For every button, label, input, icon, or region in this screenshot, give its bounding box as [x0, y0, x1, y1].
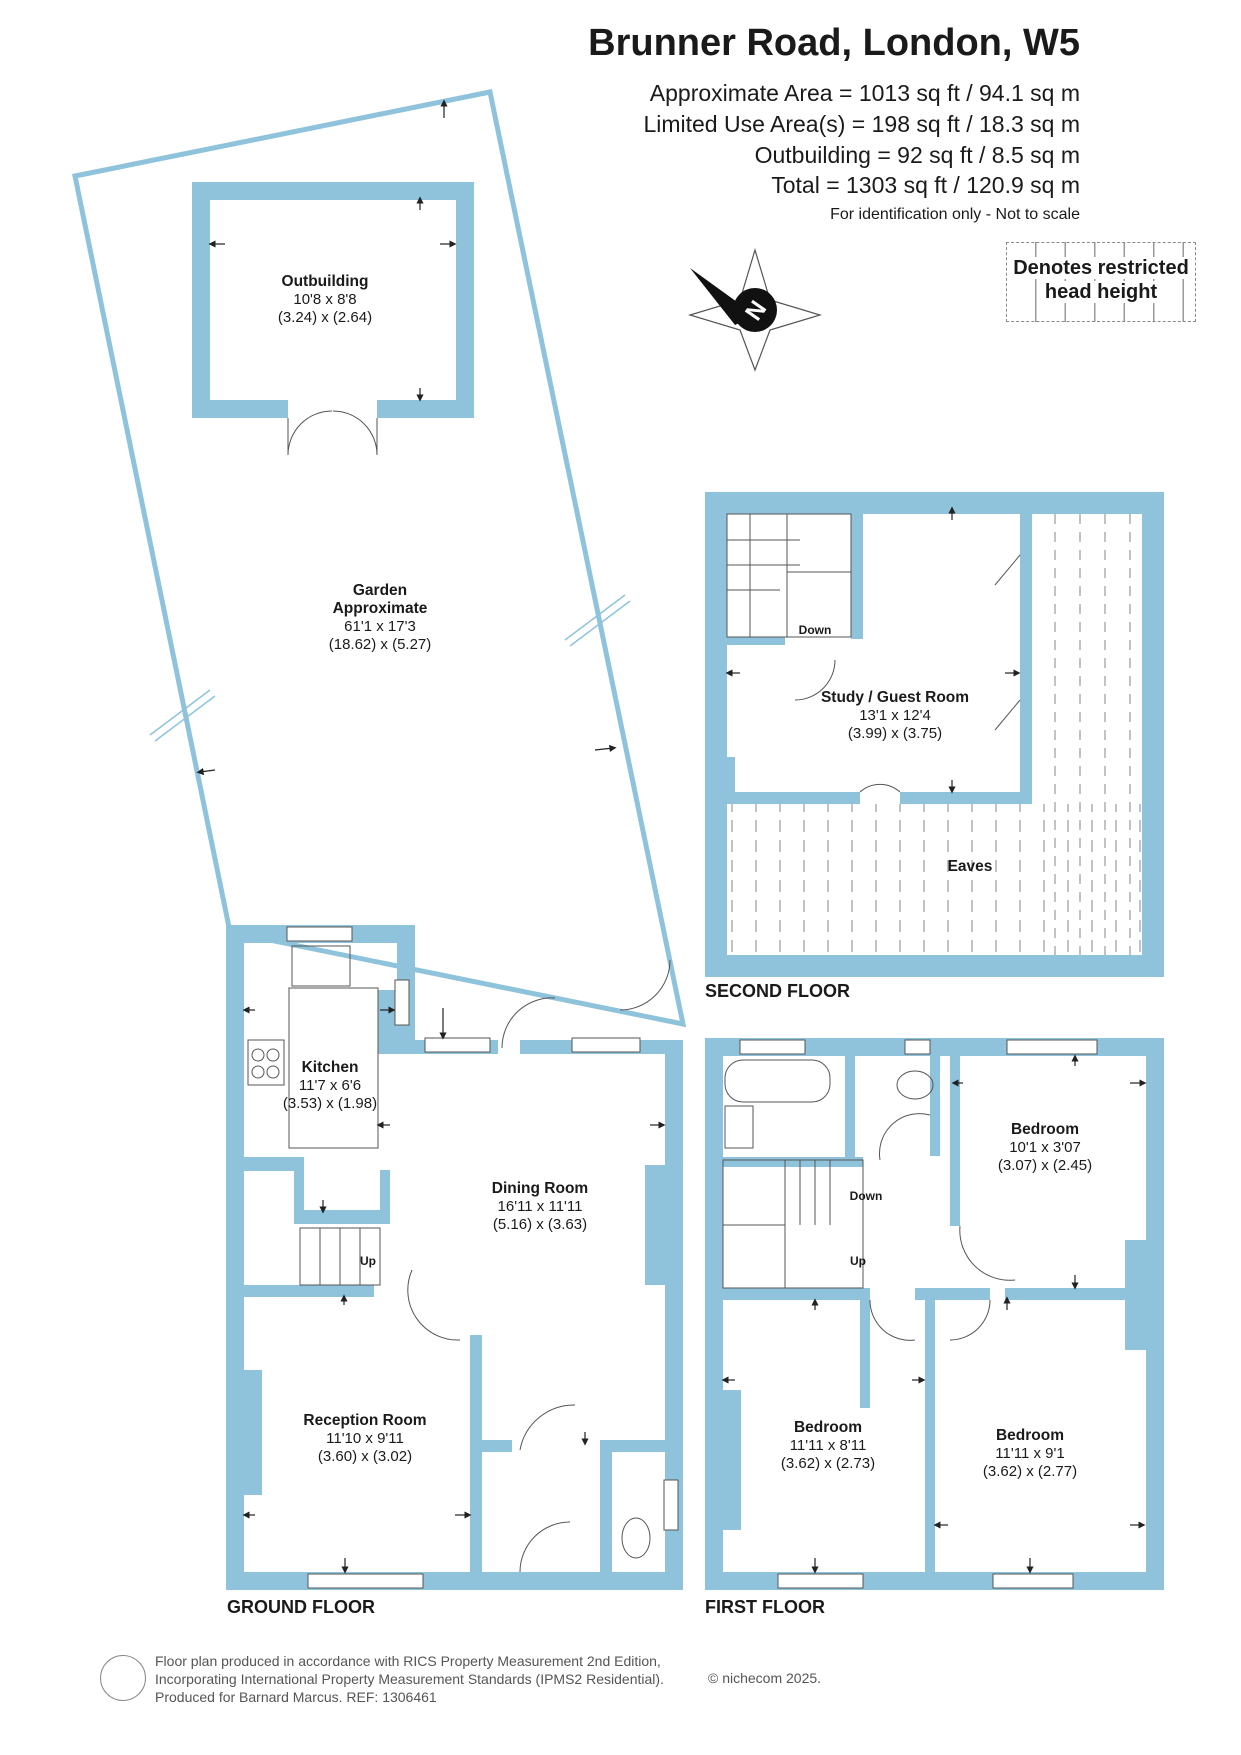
room-imperial: 10'1 x 3'07	[1009, 1139, 1081, 1156]
first-floor-fixtures	[722, 1059, 1016, 1341]
room-imperial: 11'10 x 9'11	[326, 1430, 404, 1447]
stairs-up-first: Up	[850, 1254, 866, 1268]
room-name: Reception Room	[303, 1412, 427, 1429]
room-metric: (3.60) x (3.02)	[317, 1448, 413, 1465]
garden-boundary	[72, 89, 687, 1028]
total-area: Total = 1303 sq ft / 120.9 sq m	[771, 172, 1080, 198]
outbuilding-area: Outbuilding = 92 sq ft / 8.5 sq m	[754, 142, 1080, 168]
room-dining: Dining Room 16'11 x 11'11 (5.16) x (3.63…	[492, 1180, 588, 1234]
outbuilding-doors	[287, 410, 378, 456]
footer-line-2: Incorporating International Property Mea…	[155, 1671, 664, 1687]
room-name: Bedroom	[793, 1419, 863, 1436]
second-floor-label: SECOND FLOOR	[705, 981, 851, 1001]
room-name: Bedroom	[1010, 1121, 1080, 1138]
first-floor-label: FIRST FLOOR	[705, 1597, 825, 1617]
ground-floor-fixtures	[247, 945, 671, 1573]
room-eaves: Eaves	[948, 858, 993, 876]
property-title: Brunner Road, London, W5	[588, 22, 1080, 64]
room-kitchen: Kitchen 11'7 x 6'6 (3.53) x (1.98)	[283, 1059, 377, 1113]
room-name: Dining Room	[491, 1180, 589, 1197]
room-outbuilding: Outbuilding 10'8 x 8'8 (3.24) x (2.64)	[278, 273, 372, 327]
compass-icon: N	[687, 247, 823, 372]
room-name: Kitchen	[301, 1059, 359, 1076]
garden-gate-marks	[149, 594, 631, 742]
legend-line-1: Denotes restricted	[1013, 257, 1189, 279]
room-metric: (3.07) x (2.45)	[997, 1157, 1093, 1174]
footer-line-3: Produced for Barnard Marcus. REF: 130646…	[155, 1689, 437, 1705]
footer-line-1: Floor plan produced in accordance with R…	[155, 1653, 661, 1669]
limited-use-area: Limited Use Area(s) = 198 sq ft / 18.3 s…	[643, 111, 1080, 137]
room-imperial: 11'7 x 6'6	[298, 1077, 362, 1094]
room-bedroom-2: Bedroom 11'11 x 8'11 (3.62) x (2.73)	[781, 1419, 875, 1473]
legend-line-2: head height	[1044, 281, 1158, 303]
ground-floor-walls	[226, 925, 683, 1590]
room-imperial: 11'11 x 9'1	[995, 1445, 1065, 1462]
room-imperial: 61'1 x 17'3	[344, 618, 416, 635]
room-imperial: 16'11 x 11'11	[497, 1198, 583, 1215]
room-bedroom-3: Bedroom 11'11 x 9'1 (3.62) x (2.77)	[983, 1427, 1077, 1481]
room-name: Outbuilding	[281, 273, 369, 290]
room-metric: (3.99) x (3.75)	[847, 725, 943, 742]
room-reception: Reception Room 11'10 x 9'11 (3.60) x (3.…	[303, 1412, 426, 1466]
footer-copyright: © nichecom 2025.	[708, 1670, 822, 1686]
footer-notes: Floor plan produced in accordance with R…	[155, 1652, 664, 1706]
identification-note: For identification only - Not to scale	[830, 206, 1080, 223]
measurement-arrows	[196, 99, 1147, 1574]
room-metric: (3.24) x (2.64)	[277, 309, 373, 326]
room-name: Garden	[352, 582, 408, 599]
stairs-down-first: Down	[849, 1189, 883, 1203]
second-floor-stairs	[726, 513, 852, 638]
room-imperial: 10'8 x 8'8	[293, 291, 357, 308]
room-name: Study / Guest Room	[820, 689, 970, 706]
first-floor-walls	[705, 1038, 1164, 1590]
stairs-down-second: Down	[798, 623, 832, 637]
stairs-up-ground: Up	[360, 1254, 376, 1268]
room-garden: Garden Approximate 61'1 x 17'3 (18.62) x…	[329, 582, 432, 654]
room-name: Eaves	[947, 858, 993, 875]
room-imperial: 13'1 x 12'4	[859, 707, 931, 724]
approximate-area: Approximate Area = 1013 sq ft / 94.1 sq …	[649, 80, 1080, 106]
second-floor-walls	[705, 492, 1164, 977]
eaves-hatching	[1054, 514, 1131, 955]
ground-floor-windows	[286, 926, 679, 1589]
rics-stamp-icon	[100, 1655, 146, 1701]
room-metric: (3.62) x (2.73)	[780, 1455, 876, 1472]
ground-floor-label: GROUND FLOOR	[227, 1597, 375, 1617]
room-study: Study / Guest Room 13'1 x 12'4 (3.99) x …	[821, 689, 969, 743]
room-subtitle: Approximate	[332, 600, 428, 617]
room-imperial: 11'11 x 8'11	[789, 1437, 867, 1454]
room-metric: (3.62) x (2.77)	[982, 1463, 1078, 1480]
outbuilding-walls	[192, 182, 474, 418]
room-metric: (18.62) x (5.27)	[328, 636, 432, 653]
room-metric: (5.16) x (3.63)	[492, 1216, 588, 1233]
room-metric: (3.53) x (1.98)	[282, 1095, 378, 1112]
first-floor-windows	[739, 1039, 1098, 1589]
room-name: Bedroom	[995, 1427, 1065, 1444]
room-bedroom-1: Bedroom 10'1 x 3'07 (3.07) x (2.45)	[998, 1121, 1092, 1175]
restricted-head-height-legend: Denotes restricted head height	[1006, 256, 1196, 304]
second-floor-doors	[794, 554, 1021, 793]
